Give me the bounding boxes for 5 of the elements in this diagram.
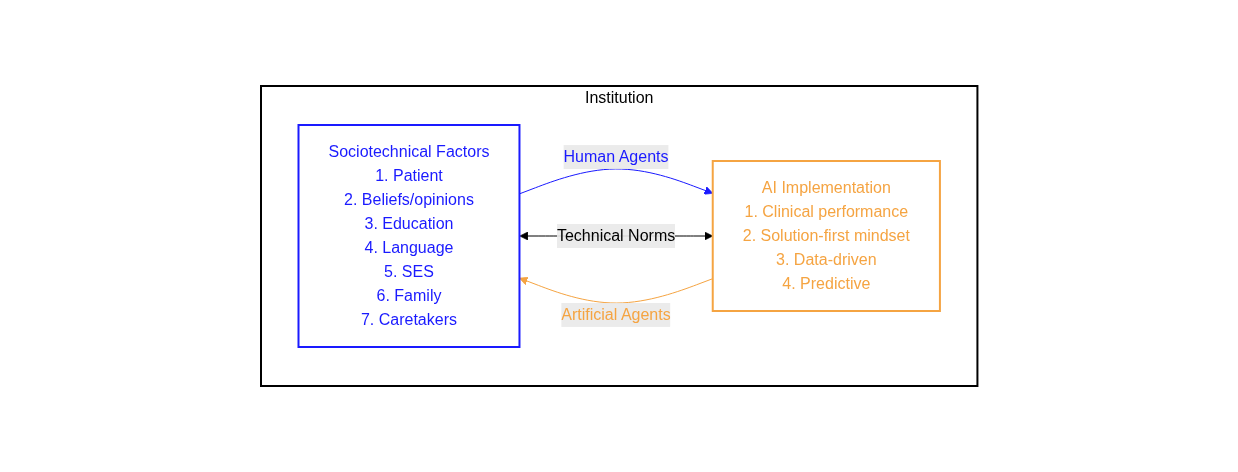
edge-label: Human Agents	[563, 148, 669, 166]
edge-label: Artificial Agents	[561, 305, 671, 323]
node-box: AI Implementation 1. Clinical performance 2. Solution-first mindset 3. Data-driven 4. Predictive	[711, 160, 941, 312]
edge-label: Technical Norms	[556, 227, 676, 244]
node-box: Sociotechnical Factors 1. Patient 2. Beliefs/opinions 3. Education 4. Language 5. SES 6. Family 7. Caretakers	[297, 124, 521, 348]
